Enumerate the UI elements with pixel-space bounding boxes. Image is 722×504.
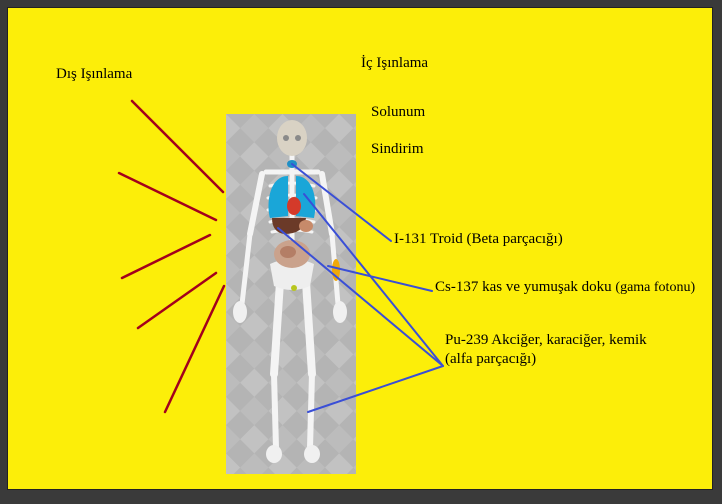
external-irradiation-label: Dış Işınlama [56, 66, 132, 83]
cesium-main-text: Cs-137 kas ve yumuşak doku [435, 279, 612, 295]
ingestion-label: Sindirim [371, 141, 424, 158]
connector-pu-bone [308, 366, 443, 412]
external-ray-3 [122, 235, 210, 278]
slide: Dış Işınlama İç Işınlama Solunum Sindiri… [7, 7, 713, 490]
plutonium-label-line2: (alfa parçacığı) [445, 351, 536, 368]
inhalation-label: Solunum [371, 104, 425, 121]
external-ray-2 [119, 173, 216, 220]
connector-pu-liver [278, 228, 443, 366]
connector-iodine [292, 164, 391, 241]
external-ray-1 [132, 101, 223, 192]
cesium-paren-text: (gama fotonu) [615, 280, 695, 295]
plutonium-label-line1: Pu-239 Akciğer, karaciğer, kemik [445, 332, 647, 349]
external-ray-5 [165, 286, 224, 412]
internal-irradiation-label: İç Işınlama [361, 55, 428, 72]
connector-pu-lung [304, 194, 443, 366]
cesium-label: Cs-137 kas ve yumuşak doku (gama fotonu) [435, 279, 695, 296]
iodine-label: I-131 Troid (Beta parçacığı) [394, 231, 563, 248]
external-ray-4 [138, 273, 216, 328]
